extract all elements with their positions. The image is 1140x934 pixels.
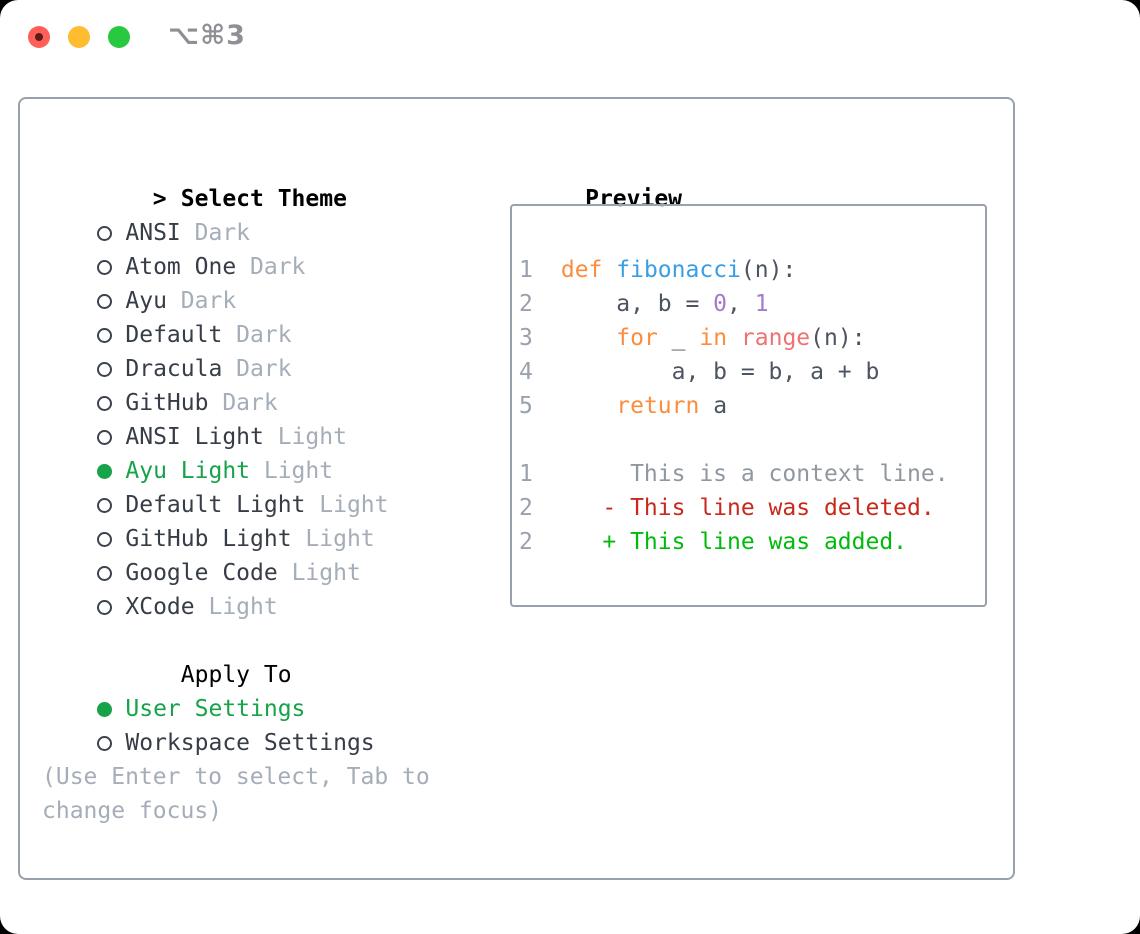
theme-variant: Dark — [222, 322, 292, 348]
code-line: 4 a, b = b, a + b — [519, 355, 985, 389]
code-content: for _ in range(n): — [616, 325, 866, 351]
theme-option[interactable]: ANSI Dark — [42, 182, 466, 246]
picker-header: > Select Theme — [42, 148, 466, 212]
theme-name: Dracula — [125, 356, 223, 382]
prompt-caret-icon: > — [152, 186, 167, 212]
theme-option[interactable]: Default Dark — [42, 284, 466, 348]
theme-name: GitHub Light — [125, 526, 292, 552]
picker-title: Select Theme — [180, 186, 347, 212]
radio-icon — [97, 566, 113, 581]
code-line: 1 def fibonacci(n): — [519, 253, 985, 287]
apply-to-header: Apply To — [42, 624, 466, 688]
radio-icon — [97, 362, 113, 377]
theme-name: Default Light — [125, 492, 306, 518]
code-content: a, b = 0, 1 — [547, 291, 769, 317]
theme-variant: Light — [277, 560, 361, 586]
code-line: 2 a, b = 0, 1 — [519, 287, 985, 321]
line-number: 1 — [519, 257, 533, 283]
radio-icon — [97, 498, 113, 513]
code-content: a, b = b, a + b — [547, 359, 880, 385]
theme-variant: Dark — [222, 356, 292, 382]
theme-name: ANSI — [125, 220, 181, 246]
radio-icon — [97, 328, 113, 343]
preview-title: Preview — [585, 186, 683, 212]
apply-to-option[interactable]: User Settings — [42, 658, 466, 722]
theme-option[interactable]: XCode Light — [42, 556, 466, 620]
theme-option[interactable]: GitHub Dark — [42, 352, 466, 416]
line-number: 3 — [519, 325, 533, 351]
apply-to-label: Workspace Settings — [125, 730, 375, 756]
theme-variant: Dark — [180, 220, 251, 246]
theme-name: XCode — [125, 594, 195, 620]
code-line — [519, 423, 985, 457]
line-number: 4 — [519, 359, 533, 385]
preview-box: 1 def fibonacci(n): 2 a, b = 0, 1 3 for … — [510, 204, 987, 607]
preview-header: Preview — [502, 148, 682, 212]
code-content: This is a context line. — [547, 461, 949, 487]
line-number: 5 — [519, 393, 533, 419]
theme-name: Default — [125, 322, 223, 348]
radio-icon — [97, 294, 113, 309]
radio-icon — [97, 532, 113, 547]
theme-option[interactable]: Dracula Dark — [42, 318, 466, 382]
theme-option[interactable]: Atom One Dark — [42, 216, 466, 280]
theme-name: Google Code — [125, 560, 278, 586]
theme-variant: Light — [263, 424, 347, 450]
theme-option[interactable]: Ayu Dark — [42, 250, 466, 314]
code-content: return a — [616, 393, 728, 419]
theme-option[interactable]: GitHub Light Light — [42, 488, 466, 552]
theme-name: Ayu — [125, 288, 167, 314]
theme-name: Atom One — [125, 254, 237, 280]
radio-icon — [97, 430, 113, 445]
apply-to-label: User Settings — [125, 696, 306, 722]
apply-to-option[interactable]: Workspace Settings — [42, 692, 466, 756]
theme-option[interactable]: Default Light Light — [42, 454, 466, 518]
theme-variant: Dark — [166, 288, 237, 314]
theme-name: Ayu Light — [125, 458, 251, 484]
hint-text: (Use Enter to select, Tab to change focu… — [42, 764, 430, 824]
line-number: 2 — [519, 291, 533, 317]
code-line: 2 + This line was added. — [519, 525, 985, 559]
radio-icon — [97, 226, 113, 241]
code-line: 5 return a — [519, 389, 985, 423]
theme-variant: Light — [250, 458, 334, 484]
code-line: 2 - This line was deleted. — [519, 491, 985, 525]
theme-picker-panel: > Select Theme ANSI Dark Atom One Dark Ay… — [18, 97, 1015, 880]
code-content: - This line was deleted. — [547, 495, 935, 521]
apply-to-list: User Settings Workspace Settings — [42, 658, 466, 756]
theme-name: ANSI Light — [125, 424, 264, 450]
line-number: 2 — [519, 495, 533, 521]
minimize-button[interactable] — [68, 26, 90, 48]
close-button[interactable] — [28, 26, 50, 48]
radio-icon — [97, 736, 113, 751]
theme-list: ANSI Dark Atom One Dark Ayu Dark Default… — [42, 182, 466, 620]
radio-icon — [97, 464, 113, 479]
code-content: def fibonacci(n): — [560, 257, 797, 283]
line-number — [519, 423, 547, 457]
theme-variant: Light — [194, 594, 278, 620]
theme-option[interactable]: Google Code Light — [42, 522, 466, 586]
theme-variant: Light — [305, 492, 389, 518]
code-content: + This line was added. — [547, 529, 908, 555]
radio-icon — [97, 600, 113, 615]
theme-picker: > Select Theme ANSI Dark Atom One Dark Ay… — [42, 148, 466, 828]
window-title: ⌥⌘3 — [168, 20, 246, 51]
theme-option[interactable]: ANSI Light Light — [42, 386, 466, 450]
theme-option[interactable]: Ayu Light Light — [42, 420, 466, 484]
radio-icon — [97, 260, 113, 275]
theme-name: GitHub — [125, 390, 209, 416]
theme-variant: Dark — [236, 254, 306, 280]
radio-icon — [97, 396, 113, 411]
code-preview: 1 def fibonacci(n): 2 a, b = 0, 1 3 for … — [519, 253, 985, 559]
code-line: 3 for _ in range(n): — [519, 321, 985, 355]
apply-to-title: Apply To — [180, 662, 292, 688]
theme-variant: Light — [291, 526, 375, 552]
line-number: 2 — [519, 529, 533, 555]
zoom-button[interactable] — [108, 26, 130, 48]
radio-icon — [97, 702, 113, 717]
theme-variant: Dark — [208, 390, 278, 416]
code-line: 1 This is a context line. — [519, 457, 985, 491]
line-number: 1 — [519, 461, 533, 487]
